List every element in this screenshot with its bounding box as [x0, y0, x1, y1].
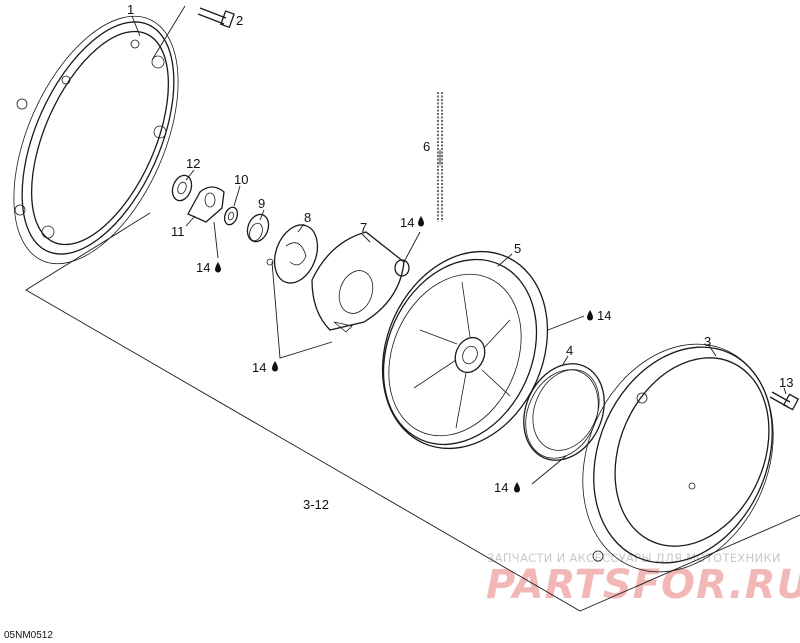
oil-drop-icon	[587, 310, 593, 321]
callout-12: 12	[186, 156, 200, 171]
callout-13: 13	[779, 375, 793, 390]
callout-5: 5	[514, 241, 521, 256]
part-2-bolt	[151, 5, 235, 61]
callout-3: 3	[704, 334, 711, 349]
watermark-tagline: ЗАПЧАСТИ И АКСЕССУАРЫ ДЛЯ МОТОТЕХНИКИ	[487, 551, 781, 565]
callout-9: 9	[258, 196, 265, 211]
callout-7: 7	[360, 220, 367, 235]
callout-14-c: 14	[400, 215, 414, 230]
callout-3-12: 3-12	[303, 497, 329, 512]
part-11-bracket	[187, 186, 225, 223]
part-6-rope	[437, 92, 443, 222]
callout-10: 10	[234, 172, 248, 187]
watermark-logo: PARTSFOR.RU	[486, 562, 800, 608]
part-1-housing-ring	[13, 15, 179, 265]
drawing-code: 05NM0512	[4, 630, 53, 641]
part-10-washer	[223, 206, 239, 226]
part-5-pulley	[381, 250, 549, 450]
callout-14-e: 14	[494, 480, 508, 495]
part-4-recoil-spring	[523, 363, 605, 461]
assembly-bracket	[25, 212, 800, 612]
bracket-line	[25, 212, 800, 612]
callout-11: 11	[171, 224, 185, 239]
watermark: ЗАПЧАСТИ И АКСЕССУАРЫ ДЛЯ МОТОТЕХНИКИ PA…	[486, 551, 800, 608]
callout-2: 2	[236, 13, 243, 28]
callout-1: 1	[127, 2, 134, 17]
oil-drop-icons	[215, 216, 593, 493]
callout-4: 4	[566, 343, 573, 358]
callout-14-b: 14	[252, 360, 266, 375]
part-9-bushing	[246, 213, 270, 243]
part-8-spring-plate	[266, 224, 319, 284]
callout-14-a: 14	[196, 260, 210, 275]
part-12-seal	[171, 174, 193, 202]
part-3-starter-cover	[582, 343, 774, 573]
oil-drop-icon	[272, 361, 278, 372]
callout-14-d: 14	[597, 308, 611, 323]
callout-6: 6	[423, 139, 430, 154]
oil-drop-icon	[215, 262, 221, 273]
callout-8: 8	[304, 210, 311, 225]
oil-drop-icon	[514, 482, 520, 493]
oil-drop-icon	[418, 216, 424, 227]
part-7-pawl-cam	[311, 231, 410, 333]
leader-lines	[131, 15, 787, 485]
callout-labels: 1 2 3 4 5 6 7 8 9 10 11 12 13 14 14 14 1…	[127, 2, 793, 512]
part-13-bolt	[769, 391, 800, 411]
